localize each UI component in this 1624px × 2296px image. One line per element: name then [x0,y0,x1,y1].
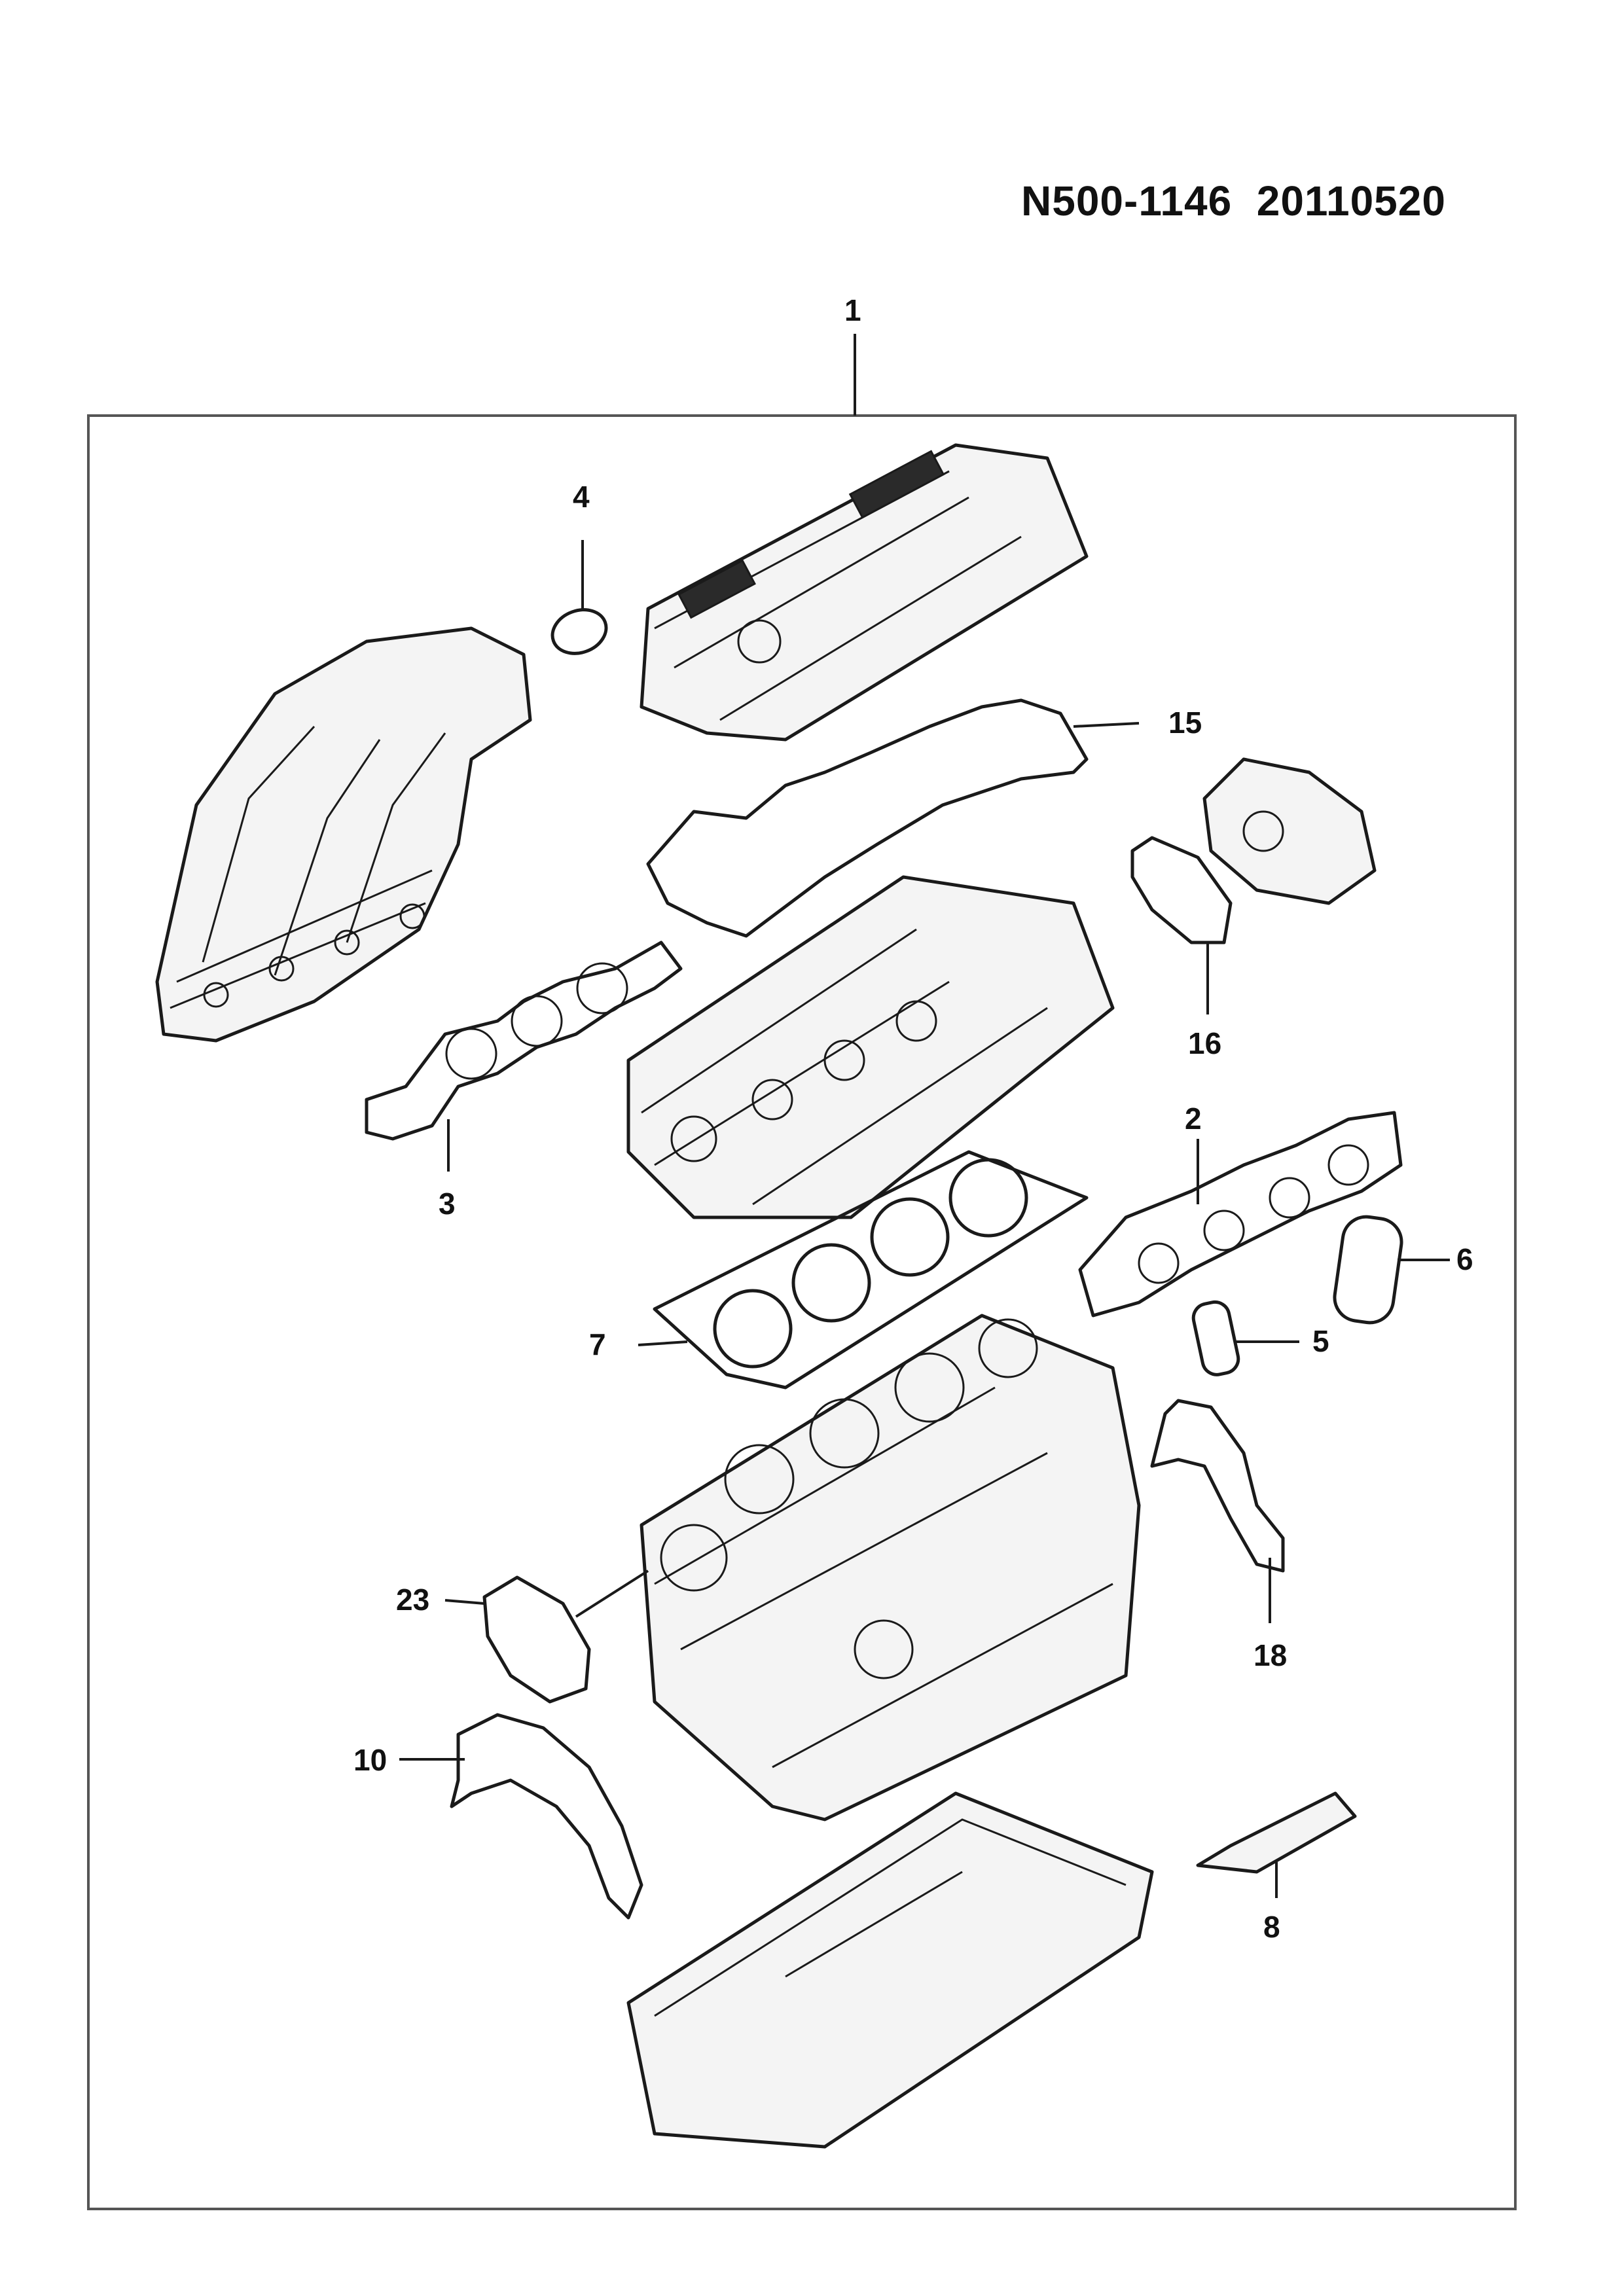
intake-manifold-gasket [365,941,683,1141]
callout-16: 16 [1188,1026,1221,1060]
callout-2: 2 [1185,1102,1202,1136]
callout-23: 23 [396,1583,429,1617]
front-seal-cover [450,1713,643,1920]
callout-1: 1 [844,293,861,327]
callout-6: 6 [1456,1242,1473,1276]
rear-seal-cover [1150,1399,1285,1573]
leader-23b [575,1570,649,1618]
callout-8: 8 [1263,1910,1280,1944]
callout-15: 15 [1168,706,1202,740]
cylinder-head [626,875,1115,1219]
intake-port-ring [576,962,628,1014]
callout-10: 10 [353,1743,387,1777]
kit-frame [87,414,1517,2210]
o-ring [550,608,608,655]
thermostat-housing [1202,757,1377,905]
exhaust-port-ring [1269,1177,1310,1219]
exhaust-manifold-gasket [1078,1111,1403,1318]
exhaust-port-ring [1138,1242,1180,1284]
leader-7 [638,1340,688,1346]
water-pump-gasket [482,1575,591,1704]
exhaust-port-ring [1327,1144,1369,1186]
small-gasket-6 [1333,1215,1403,1325]
exhaust-port-ring [1203,1210,1245,1251]
callout-5: 5 [1312,1324,1329,1358]
valve-cover-gasket [646,698,1089,938]
intake-port-ring [511,995,563,1047]
drawing-code: N500-1146 20110520 [1021,177,1446,224]
engine-block [640,1314,1141,1821]
oil-pan [626,1791,1154,2149]
leader-23 [444,1599,485,1605]
callout-7: 7 [589,1327,606,1361]
leader-15 [1073,722,1140,728]
cylinder-head-gasket [653,1150,1089,1390]
intake-manifold [155,626,532,1043]
callout-3: 3 [439,1187,456,1221]
intake-port-ring [445,1028,497,1080]
small-gasket-5 [1191,1300,1240,1376]
cylinder-head-cover [640,443,1089,742]
callout-18: 18 [1254,1638,1287,1672]
thermostat-gasket [1130,836,1233,944]
sealant-tube [1196,1791,1357,1874]
callout-4: 4 [573,480,590,514]
